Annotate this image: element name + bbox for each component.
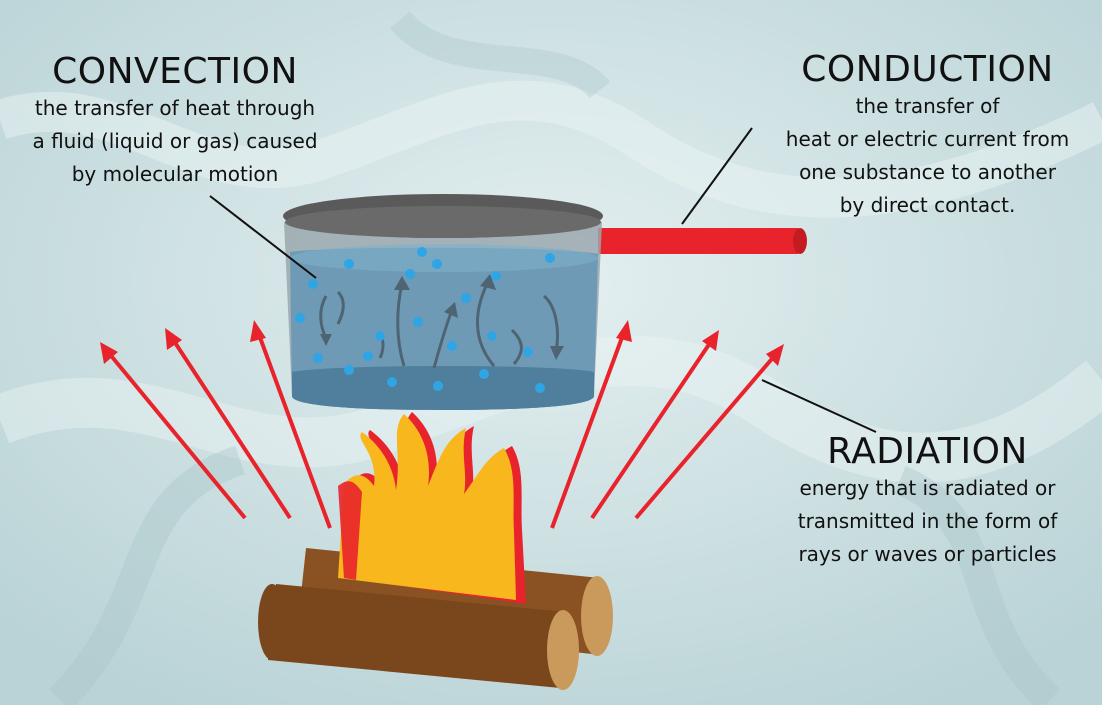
- radiation-arrow: [550, 331, 626, 529]
- campfire-flames: [338, 412, 526, 604]
- convection-label: CONVECTION the transfer of heat through …: [0, 52, 350, 191]
- radiation-arrow: [590, 338, 714, 520]
- radiation-arrowhead: [165, 328, 182, 350]
- bubble: [313, 353, 323, 363]
- convection-arrow: [336, 290, 345, 325]
- radiation-rays-left: [100, 320, 332, 529]
- bubble: [447, 341, 457, 351]
- bubble: [344, 259, 354, 269]
- bubble: [487, 331, 497, 341]
- bubble: [545, 253, 555, 263]
- radiation-arrow: [106, 350, 247, 520]
- bubble: [344, 365, 354, 375]
- convection-arrowheads: [320, 274, 564, 360]
- radiation-arrow: [170, 336, 292, 520]
- bubble: [417, 247, 427, 257]
- bubble: [479, 369, 489, 379]
- radiation-arrowhead: [250, 320, 266, 342]
- convection-line: the transfer of heat through: [34, 96, 316, 120]
- convection-arrow: [476, 281, 496, 367]
- bubble: [363, 351, 373, 361]
- conduction-description: the transfer of heat or electric current…: [760, 90, 1095, 222]
- convection-description: the transfer of heat through a fluid (li…: [0, 92, 350, 191]
- water-bubbles: [295, 247, 555, 393]
- conduction-line: heat or electric current from: [785, 127, 1070, 151]
- bubble: [491, 271, 501, 281]
- bubble: [432, 259, 442, 269]
- radiation-leader-line: [761, 379, 877, 433]
- cooking-pot: [283, 194, 603, 410]
- bubble: [308, 279, 318, 289]
- radiation-arrowhead: [100, 342, 118, 364]
- radiation-label: RADIATION energy that is radiated or tra…: [770, 432, 1085, 571]
- bubble: [295, 313, 305, 323]
- bubble: [387, 377, 397, 387]
- bubble: [523, 347, 533, 357]
- radiation-line: transmitted in the form of: [797, 509, 1058, 533]
- radiation-line: rays or waves or particles: [798, 542, 1057, 566]
- radiation-arrowhead: [766, 344, 784, 366]
- radiation-title: RADIATION: [827, 431, 1028, 472]
- convection-line: a fluid (liquid or gas) caused: [32, 129, 318, 153]
- radiation-rays-right: [550, 320, 784, 529]
- bubble: [461, 293, 471, 303]
- convection-leader-line: [209, 195, 317, 279]
- radiation-arrow: [634, 352, 778, 520]
- radiation-line: energy that is radiated or: [799, 476, 1056, 500]
- bubble: [535, 383, 545, 393]
- radiation-description: energy that is radiated or transmitted i…: [770, 472, 1085, 571]
- radiation-arrowhead: [616, 320, 632, 342]
- conduction-label: CONDUCTION the transfer of heat or elect…: [760, 50, 1095, 222]
- bubble: [375, 331, 385, 341]
- conduction-title: CONDUCTION: [801, 49, 1054, 90]
- bubble: [413, 317, 423, 327]
- bubble: [433, 381, 443, 391]
- convection-arrow: [396, 283, 406, 367]
- conduction-line: by direct contact.: [839, 193, 1016, 217]
- convection-arrow: [510, 328, 523, 365]
- pot-handle: [598, 228, 807, 254]
- radiation-arrowhead: [702, 330, 719, 351]
- conduction-line: one substance to another: [799, 160, 1056, 184]
- convection-line: by molecular motion: [71, 162, 279, 186]
- conduction-line: the transfer of: [855, 94, 1000, 118]
- convection-title: CONVECTION: [52, 51, 298, 92]
- bubble: [405, 269, 415, 279]
- radiation-arrow: [256, 331, 332, 529]
- conduction-leader-line: [681, 127, 753, 225]
